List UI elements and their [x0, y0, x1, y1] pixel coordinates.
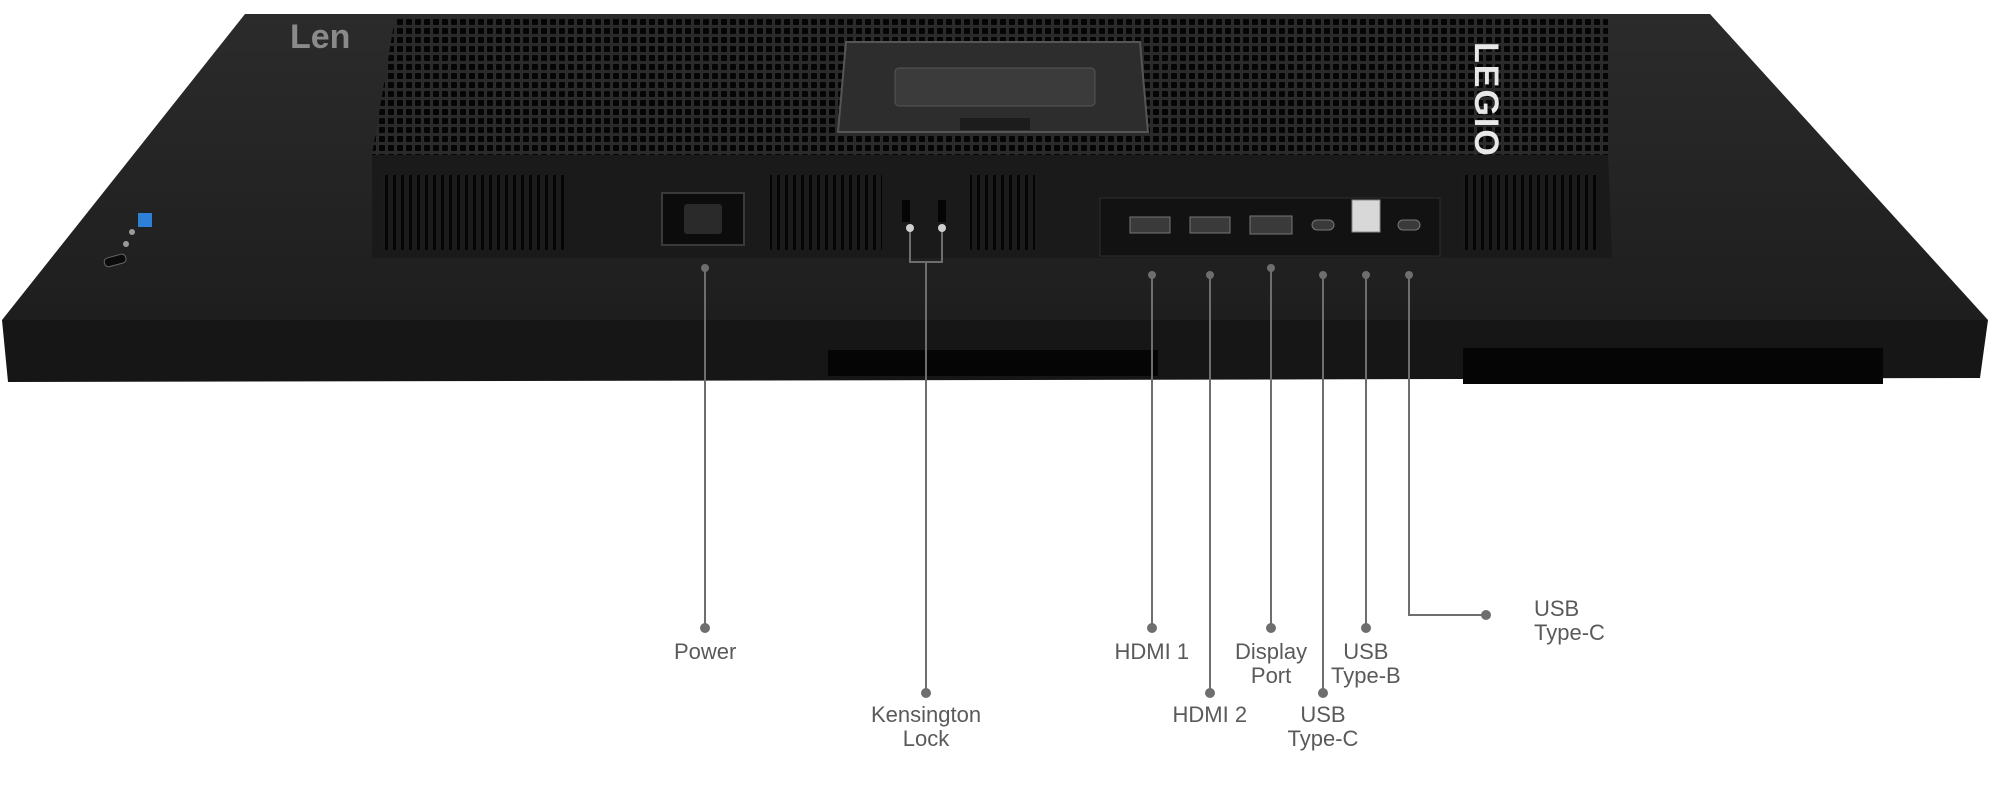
usbc2-end-dot: [1481, 610, 1491, 620]
usbc2-label-line: Type-C: [1534, 620, 1605, 645]
usbb-end-dot: [1361, 623, 1371, 633]
vent-mid-2: [970, 175, 1035, 250]
kensington-slot-right: [938, 200, 946, 222]
kensington-anchor-dot: [938, 224, 946, 232]
displayport-anchor-dot: [1267, 264, 1275, 272]
displayport-port: [1249, 215, 1293, 235]
power-end-dot: [700, 623, 710, 633]
hdmi1-anchor-dot: [1148, 271, 1156, 279]
displayport-end-dot: [1266, 623, 1276, 633]
hdmi2-end-dot: [1205, 688, 1215, 698]
displayport-label-line: Port: [1250, 663, 1292, 688]
hdmi2-anchor-dot: [1206, 271, 1214, 279]
kensington-slot-left: [902, 200, 910, 222]
side-dot-2: [123, 241, 129, 247]
hdmi1-label-line: HDMI 1: [1114, 639, 1190, 664]
kensington-label-line: Lock: [902, 726, 950, 751]
kensington-end-dot: [921, 688, 931, 698]
displayport-label-line: Display: [1235, 639, 1308, 664]
usbb-port: [1351, 199, 1381, 233]
power-socket-pins: [684, 204, 722, 234]
hdmi2-label-line: HDMI 2: [1172, 702, 1248, 727]
power-label-line: Power: [674, 639, 737, 664]
edge-vent-right: [1463, 348, 1883, 384]
usbc2-callout-line: [1408, 275, 1486, 616]
kensington-label-line: Kensington: [871, 702, 982, 727]
vent-mid-1: [770, 175, 882, 250]
hdmi1-label: HDMI 1: [1115, 640, 1190, 664]
hdmi2-port: [1189, 216, 1231, 234]
usbc1-label-line: Type-C: [1287, 726, 1359, 751]
usbc1-port: [1311, 219, 1335, 231]
power-button-indicator: [138, 213, 152, 227]
usbc2-anchor-dot: [1405, 271, 1413, 279]
vent-right: [1462, 175, 1597, 250]
joystick-button: [103, 253, 127, 268]
hdmi1-end-dot: [1147, 623, 1157, 633]
usbc1-anchor-dot: [1319, 271, 1327, 279]
side-dot-1: [129, 229, 135, 235]
kensington-anchor-dot: [906, 224, 914, 232]
usbb-label-line: USB: [1343, 639, 1389, 664]
usbc1-end-dot: [1318, 688, 1328, 698]
vent-left: [380, 175, 565, 250]
usbc1-label-line: USB: [1300, 702, 1346, 727]
hdmi2-label: HDMI 2: [1173, 703, 1248, 727]
vesa-plate-inner: [894, 67, 1096, 107]
usbc2-label-line: USB: [1534, 596, 1580, 621]
hdmi1-port: [1129, 216, 1171, 234]
usbc2-port: [1397, 219, 1421, 231]
usbb-label-line: Type-B: [1331, 663, 1401, 688]
power-anchor-dot: [701, 264, 709, 272]
callout-lines: [700, 224, 1491, 698]
edge-vent-left: [828, 350, 1158, 376]
vesa-slot: [960, 118, 1030, 130]
usbb-anchor-dot: [1362, 271, 1370, 279]
lenovo-logo: Len: [290, 18, 350, 56]
power-label: Power: [674, 640, 736, 664]
